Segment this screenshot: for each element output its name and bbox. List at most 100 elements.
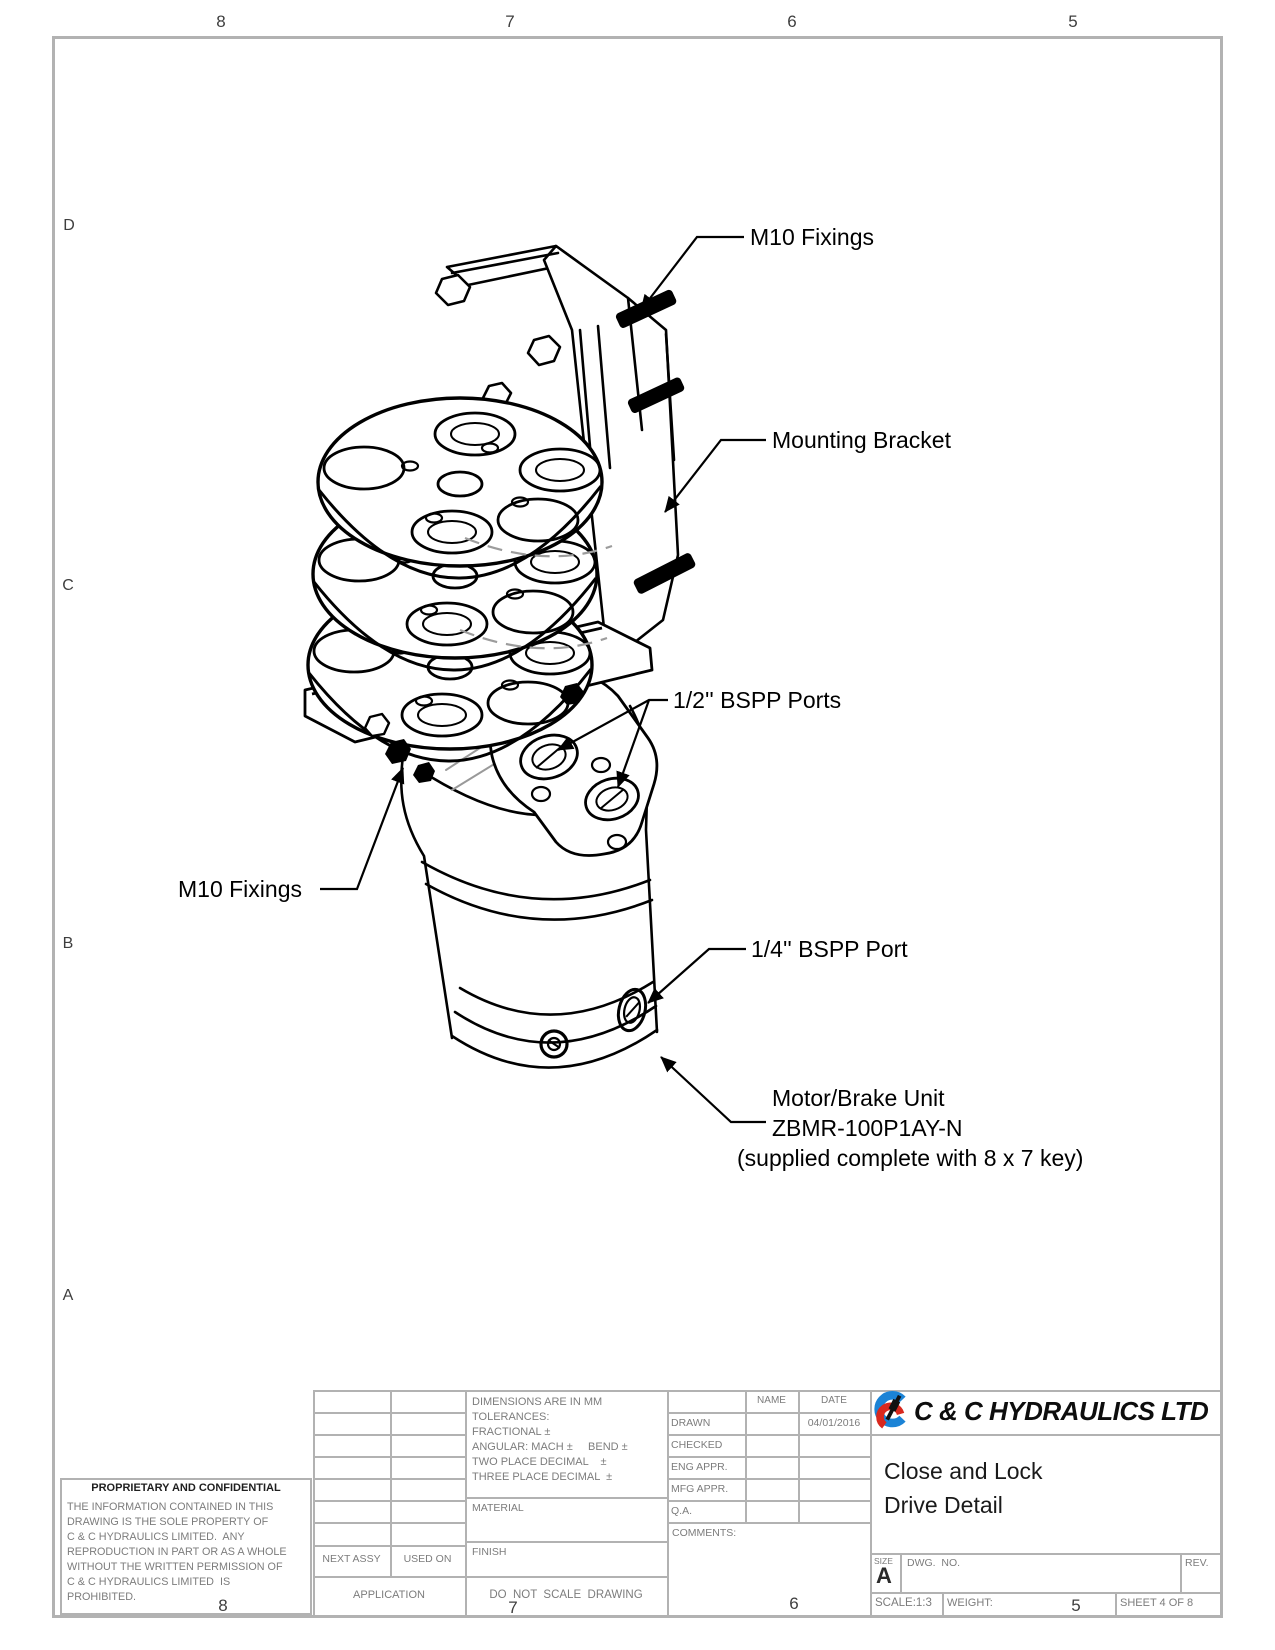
grid-left-c: C: [62, 577, 74, 594]
leader-m10-top: [640, 235, 744, 311]
leader-lines: [320, 235, 766, 1124]
tolerance-line: DIMENSIONS ARE IN MM: [472, 1396, 603, 1408]
callout-quarter-bspp: 1/4'' BSPP Port: [751, 936, 908, 962]
titleblock-line: [313, 1545, 465, 1547]
rev-label: REV.: [1185, 1557, 1209, 1569]
titleblock-line: [313, 1412, 465, 1414]
titleblock-line: [1115, 1592, 1117, 1615]
sheet-border: [52, 36, 1223, 1618]
titleblock-line: [465, 1541, 667, 1543]
logo-red-c: [876, 1402, 905, 1429]
tolerance-line: THREE PLACE DECIMAL ±: [472, 1471, 613, 1483]
grid-top-5: 5: [1068, 12, 1078, 31]
grid-top-8: 8: [216, 12, 226, 31]
drawing-title-line1: Close and Lock: [884, 1458, 1043, 1484]
approval-row-label: MFG APPR.: [671, 1483, 729, 1495]
date-header: DATE: [821, 1395, 847, 1406]
proprietary-text-line: REPRODUCTION IN PART OR AS A WHOLE: [67, 1546, 287, 1558]
titleblock-line: [313, 1456, 465, 1458]
callout-m10-left: M10 Fixings: [178, 876, 302, 902]
proprietary-text-line: DRAWING IS THE SOLE PROPERTY OF: [67, 1516, 269, 1528]
leader-quarter-bspp: [647, 947, 746, 1004]
titleblock-line: [870, 1592, 1220, 1594]
material-label: MATERIAL: [472, 1502, 524, 1514]
hidden-line-arc: [459, 628, 608, 650]
grid-bottom-5: 5: [1071, 1596, 1081, 1615]
titleblock-line: [870, 1390, 872, 1615]
tolerance-line: FRACTIONAL ±: [472, 1426, 551, 1438]
callout-motor-line1: Motor/Brake Unit: [772, 1085, 945, 1111]
proprietary-text-line: THE INFORMATION CONTAINED IN THIS: [67, 1501, 274, 1513]
callout-motor-line2: ZBMR-100P1AY-N: [772, 1115, 962, 1141]
proprietary-heading: PROPRIETARY AND CONFIDENTIAL: [91, 1482, 281, 1494]
titleblock-line: [667, 1500, 870, 1502]
titleblock-line: [870, 1553, 1220, 1555]
titleblock-line: [313, 1522, 465, 1524]
approval-row-label: ENG APPR.: [671, 1461, 728, 1473]
leader-mounting-bracket: [664, 438, 766, 513]
titleblock-line: [667, 1456, 870, 1458]
application-label: APPLICATION: [353, 1589, 425, 1601]
approval-row-label: Q.A.: [671, 1505, 693, 1517]
next-assy-label: NEXT ASSY: [322, 1553, 381, 1565]
titleblock-line: [798, 1390, 800, 1522]
weight-text: WEIGHT:: [947, 1597, 993, 1609]
tolerance-line: TOLERANCES:: [472, 1411, 550, 1423]
titleblock-line: [667, 1434, 870, 1436]
comments-label: COMMENTS:: [672, 1527, 737, 1539]
dwg-no-label: DWG. NO.: [907, 1557, 961, 1569]
titleblock-line: [667, 1478, 870, 1480]
scale-text: SCALE:1:3: [875, 1597, 932, 1609]
finish-label: FINISH: [472, 1546, 507, 1558]
leader-m10-left: [320, 767, 405, 891]
callout-mounting-bracket: Mounting Bracket: [772, 427, 952, 453]
titleblock-line: [313, 1478, 465, 1480]
m10-lower-bolts: [363, 683, 584, 783]
proprietary-text-line: WITHOUT THE WRITTEN PERMISSION OF: [67, 1561, 283, 1573]
titleblock-line: [313, 1390, 1220, 1392]
grid-bottom-6: 6: [789, 1594, 799, 1613]
size-value: A: [876, 1563, 892, 1588]
tolerance-line: TWO PLACE DECIMAL ±: [472, 1456, 607, 1468]
grid-top-7: 7: [505, 12, 515, 31]
callout-half-bspp: 1/2'' BSPP Ports: [673, 687, 841, 713]
proprietary-box: [60, 1478, 312, 1615]
titleblock-line: [900, 1553, 902, 1592]
quarter-port-art: [539, 987, 648, 1059]
drawing-title-line2: Drive Detail: [884, 1492, 1003, 1518]
approval-row-label: DRAWN: [671, 1417, 711, 1429]
titleblock-line: [313, 1390, 315, 1615]
titleblock-line: [390, 1390, 392, 1576]
company-name: C & C HYDRAULICS LTD: [914, 1396, 1209, 1426]
grid-bottom-7: 7: [508, 1598, 518, 1617]
logo-piston: [888, 1398, 901, 1412]
grid-left-b: B: [62, 935, 74, 952]
titleblock-line: [1180, 1553, 1182, 1592]
size-label: SIZE: [874, 1556, 893, 1566]
titleblock-line: [313, 1434, 465, 1436]
company-logo: [874, 1391, 906, 1429]
disc-stack: [306, 396, 613, 763]
titleblock-line: [465, 1390, 467, 1615]
callout-labels: M10 Fixings Mounting Bracket 1/2'' BSPP …: [178, 224, 1083, 1171]
proprietary-text-line: PROHIBITED.: [67, 1591, 136, 1603]
titleblock-line: [313, 1500, 465, 1502]
sheet-text: SHEET 4 OF 8: [1120, 1597, 1194, 1609]
titleblock-line: [667, 1522, 870, 1524]
grid-top-6: 6: [787, 12, 797, 31]
name-header: NAME: [757, 1395, 786, 1406]
approval-row-label: CHECKED: [671, 1439, 723, 1451]
titleblock-line: [667, 1412, 870, 1414]
bracket-hex-bolts: [434, 273, 562, 410]
titleblock-line: [745, 1390, 747, 1522]
grid-left-d: D: [63, 217, 75, 234]
grid-left-a: A: [62, 1287, 74, 1304]
callout-m10-top: M10 Fixings: [750, 224, 874, 250]
grid-bottom-8: 8: [218, 1596, 228, 1615]
titleblock-line: [870, 1434, 1220, 1436]
titleblock-line: [942, 1592, 944, 1615]
hidden-line-arc: [464, 536, 613, 558]
titleblock-line: [667, 1390, 669, 1615]
proprietary-text-line: C & C HYDRAULICS LIMITED. ANY: [67, 1531, 245, 1543]
